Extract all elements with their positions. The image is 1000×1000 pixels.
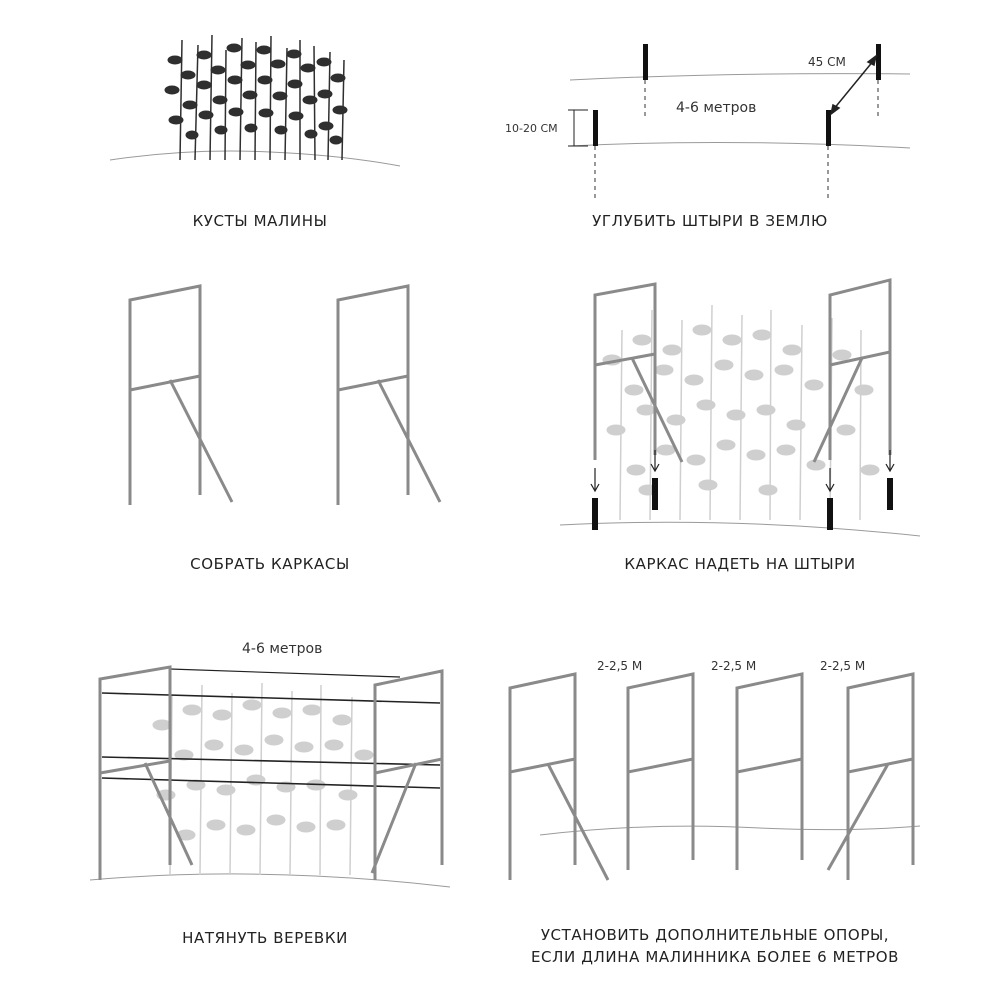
frame [508,672,610,881]
stake-spacing-label: 45 СМ [808,55,846,69]
frame [128,284,234,505]
panel-stretch-ropes [89,665,451,888]
frame [812,278,892,463]
frame [826,672,915,880]
panel-mount-frames [559,278,921,537]
step-6-caption-line-1: УСТАНОВИТЬ ДОПОЛНИТЕЛЬНЫЕ ОПОРЫ, [540,926,890,944]
faded-raspberry-bushes [602,304,880,521]
panel-drive-stakes [568,44,911,200]
step-1-caption: КУСТЫ МАЛИНЫ [192,212,328,230]
support-spacing-label: 2-2,5 М [597,659,643,673]
depth-bracket [568,109,588,147]
frame [735,672,804,870]
stake [592,478,893,530]
rope [101,692,441,789]
panel-assemble-frames [128,284,442,505]
spacing-arrow [829,54,878,116]
step-3-caption: СОБРАТЬ КАРКАСЫ [190,555,350,573]
stake [876,44,881,80]
frame [626,672,695,870]
support-spacing-label: 2-2,5 М [711,659,757,673]
stake-depth-label: 10-20 СМ [505,122,558,135]
panel-extra-supports [508,672,921,881]
panel-raspberry-bushes [109,34,401,167]
down-arrow-icon [590,450,895,493]
raspberry-bush-illustration [164,34,348,161]
frame [370,669,444,880]
stake [826,110,831,146]
stake [643,44,648,80]
frame [593,282,684,463]
support-spacing-label: 2-2,5 М [820,659,866,673]
frame [336,284,442,505]
step-4-caption: КАРКАС НАДЕТЬ НА ШТЫРИ [624,555,856,573]
faded-raspberry-bushes [152,682,374,876]
rope-length-label: 4-6 метров [242,641,323,657]
row-length-label: 4-6 метров [676,100,757,116]
step-6-caption-line-2: ЕСЛИ ДЛИНА МАЛИННИКА БОЛЕЕ 6 МЕТРОВ [530,948,900,966]
frame [98,665,194,880]
stake [593,110,598,146]
step-5-caption: НАТЯНУТЬ ВЕРЕВКИ [182,929,348,947]
step-2-caption: УГЛУБИТЬ ШТЫРИ В ЗЕМЛЮ [592,212,828,230]
